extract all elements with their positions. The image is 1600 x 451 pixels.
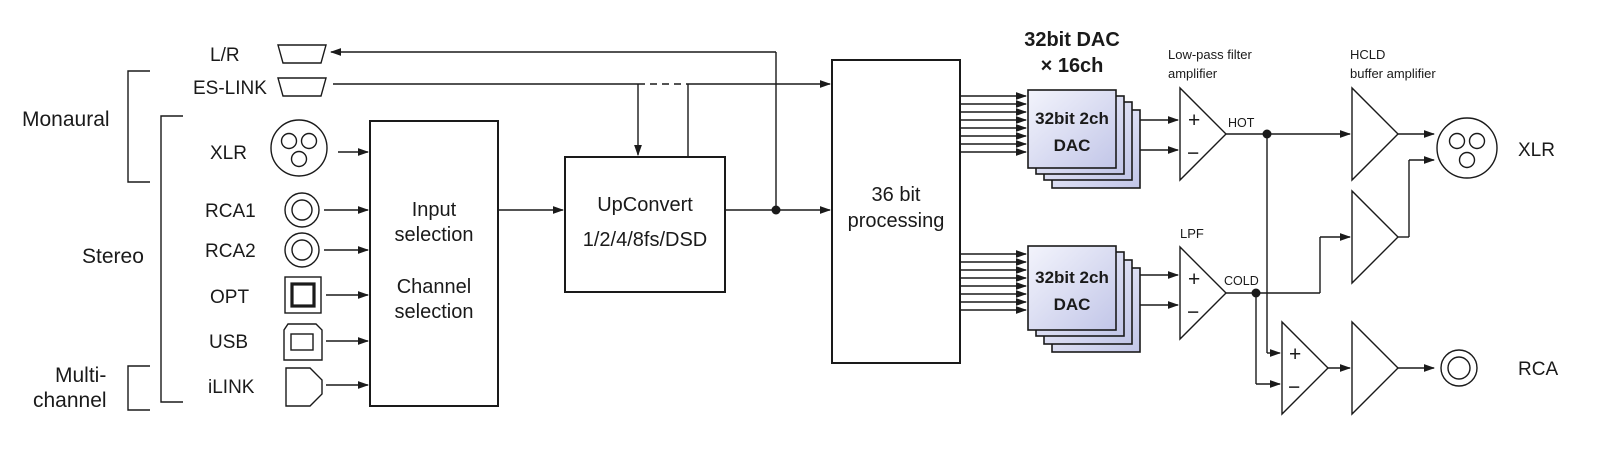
xlr-input-connector-icon bbox=[270, 119, 328, 177]
input-lr-label: L/R bbox=[210, 45, 240, 66]
eslink-connector-icon bbox=[277, 77, 327, 97]
dac-top-input-arrows bbox=[960, 92, 1028, 156]
group-multichannel-label-1: Multi- bbox=[55, 364, 106, 387]
input-rca1-label: RCA1 bbox=[205, 201, 256, 222]
input-xlr-label: XLR bbox=[210, 143, 247, 164]
dac-bottom-input-arrows bbox=[960, 250, 1028, 314]
lpf-label: LPF bbox=[1180, 226, 1204, 241]
lowpass-filter-amp-bottom: + − bbox=[1179, 245, 1227, 341]
dac-header-label-2: × 16ch bbox=[1041, 55, 1104, 77]
lowpass-label-2: amplifier bbox=[1168, 66, 1218, 81]
processing-label-2: processing bbox=[848, 210, 945, 232]
upconvert-block bbox=[564, 156, 726, 293]
group-stereo-label: Stereo bbox=[82, 245, 144, 268]
hcld-buffer-amp-top bbox=[1351, 86, 1399, 182]
dac-top-label-2: DAC bbox=[1054, 136, 1091, 155]
minus-sign: − bbox=[1288, 376, 1300, 399]
plus-sign: + bbox=[1289, 343, 1301, 366]
lr-connector-icon bbox=[277, 44, 327, 64]
plus-sign: + bbox=[1188, 109, 1200, 132]
dac-stack-bottom: 32bit 2ch DAC bbox=[1027, 245, 1141, 353]
upconvert-label-2: 1/2/4/8fs/DSD bbox=[583, 229, 708, 251]
optical-connector-icon bbox=[284, 276, 322, 314]
input-selection-label-1: Input bbox=[412, 199, 457, 221]
upconvert-label-1: UpConvert bbox=[597, 194, 693, 216]
rca-differential-amp: + − bbox=[1281, 320, 1329, 416]
rca-output-connector-icon bbox=[1440, 349, 1478, 387]
hcld-buffer-amp-middle bbox=[1351, 189, 1399, 285]
dac-header-label-1: 32bit DAC bbox=[1024, 29, 1120, 51]
output-rca-label: RCA bbox=[1518, 359, 1558, 380]
minus-sign: − bbox=[1187, 142, 1199, 165]
input-selection-label-2: selection bbox=[395, 224, 474, 246]
processing-block bbox=[831, 59, 961, 364]
stereo-bracket bbox=[160, 115, 183, 403]
minus-sign: − bbox=[1187, 301, 1199, 324]
input-selection-block bbox=[369, 120, 499, 407]
input-rca2-label: RCA2 bbox=[205, 241, 256, 262]
lowpass-label-1: Low-pass filter bbox=[1168, 47, 1252, 62]
input-eslink-label: ES-LINK bbox=[193, 78, 267, 99]
hcld-label-1: HCLD bbox=[1350, 47, 1385, 62]
dac-top-label-1: 32bit 2ch bbox=[1035, 109, 1109, 128]
ilink-connector-icon bbox=[285, 367, 323, 407]
dac-bottom-label-2: DAC bbox=[1054, 295, 1091, 314]
group-multichannel-label-2: channel bbox=[33, 389, 107, 412]
processing-label-1: 36 bit bbox=[872, 184, 921, 206]
cold-label: COLD bbox=[1224, 274, 1259, 288]
hcld-label-2: buffer amplifier bbox=[1350, 66, 1436, 81]
lowpass-filter-amp-top: + − bbox=[1179, 86, 1227, 182]
channel-selection-label-2: selection bbox=[395, 301, 474, 323]
usb-connector-icon bbox=[283, 323, 323, 361]
dac-bottom-label-1: 32bit 2ch bbox=[1035, 268, 1109, 287]
plus-sign: + bbox=[1188, 268, 1200, 291]
hot-label: HOT bbox=[1228, 116, 1255, 130]
rca2-connector-icon bbox=[284, 232, 320, 268]
xlr-output-connector-icon bbox=[1436, 117, 1498, 179]
input-opt-label: OPT bbox=[210, 287, 249, 308]
input-usb-label: USB bbox=[209, 332, 248, 353]
hcld-buffer-amp-bottom bbox=[1351, 320, 1399, 416]
dac-stack-top: 32bit 2ch DAC bbox=[1027, 89, 1141, 189]
channel-selection-label-1: Channel bbox=[397, 276, 472, 298]
monaural-bracket bbox=[127, 70, 150, 183]
group-monaural-label: Monaural bbox=[22, 108, 110, 131]
rca1-connector-icon bbox=[284, 192, 320, 228]
input-ilink-label: iLINK bbox=[208, 377, 255, 398]
output-xlr-label: XLR bbox=[1518, 140, 1555, 161]
multichannel-bracket bbox=[127, 365, 150, 411]
